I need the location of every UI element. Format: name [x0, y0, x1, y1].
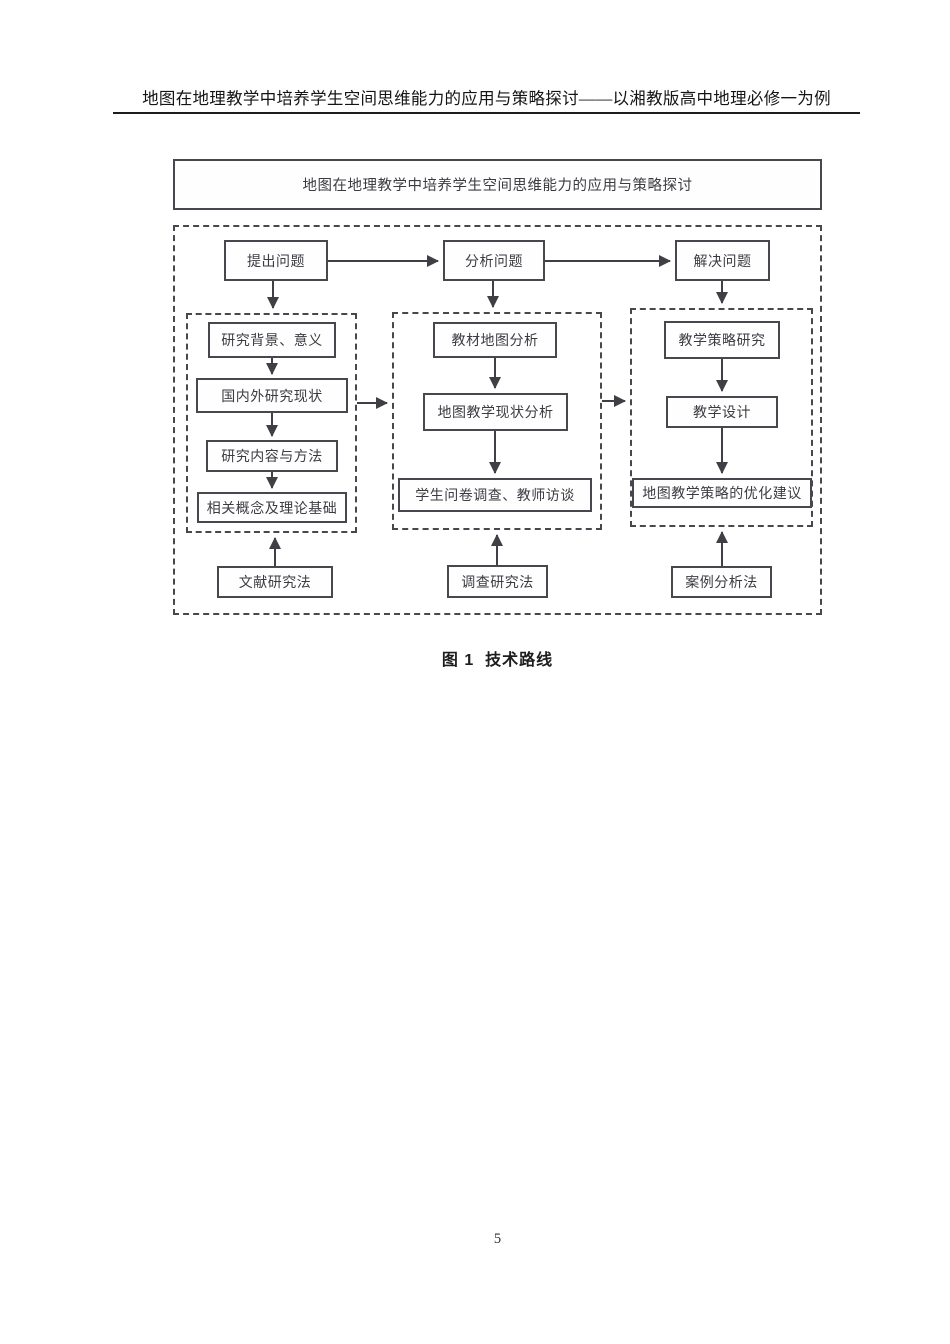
box-analyze-problem: 分析问题	[443, 240, 545, 281]
running-head: 地图在地理教学中培养学生空间思维能力的应用与策略探讨——以湘教版高中地理必修一为…	[142, 89, 831, 108]
box-survey-interview: 学生问卷调查、教师访谈	[398, 478, 592, 512]
box-solve-problem: 解决问题	[675, 240, 770, 281]
box-optimization-suggestions: 地图教学策略的优化建议	[632, 478, 812, 508]
box-case-method: 案例分析法	[671, 566, 772, 598]
box-propose-problem: 提出问题	[224, 240, 328, 281]
figure-caption: 图 1 技术路线	[441, 652, 554, 669]
box-concepts-theory: 相关概念及理论基础	[197, 492, 347, 523]
box-map-teaching-status: 地图教学现状分析	[423, 393, 568, 431]
box-teaching-design: 教学设计	[666, 396, 778, 428]
frame-right-column	[630, 308, 813, 527]
box-research-status: 国内外研究现状	[196, 378, 348, 413]
frame-left-column	[186, 313, 357, 533]
box-research-content-method: 研究内容与方法	[206, 440, 338, 472]
header-rule	[113, 112, 860, 114]
box-textbook-map-analysis: 教材地图分析	[433, 322, 557, 358]
figure-title-box: 地图在地理教学中培养学生空间思维能力的应用与策略探讨	[173, 159, 822, 210]
box-literature-method: 文献研究法	[217, 566, 333, 598]
flowchart-outer-frame	[173, 225, 822, 615]
box-research-background: 研究背景、意义	[208, 322, 336, 358]
page-number: 5	[493, 1231, 502, 1247]
box-teaching-strategy-research: 教学策略研究	[664, 321, 780, 359]
frame-middle-column	[392, 312, 602, 530]
box-survey-method: 调查研究法	[447, 565, 548, 598]
